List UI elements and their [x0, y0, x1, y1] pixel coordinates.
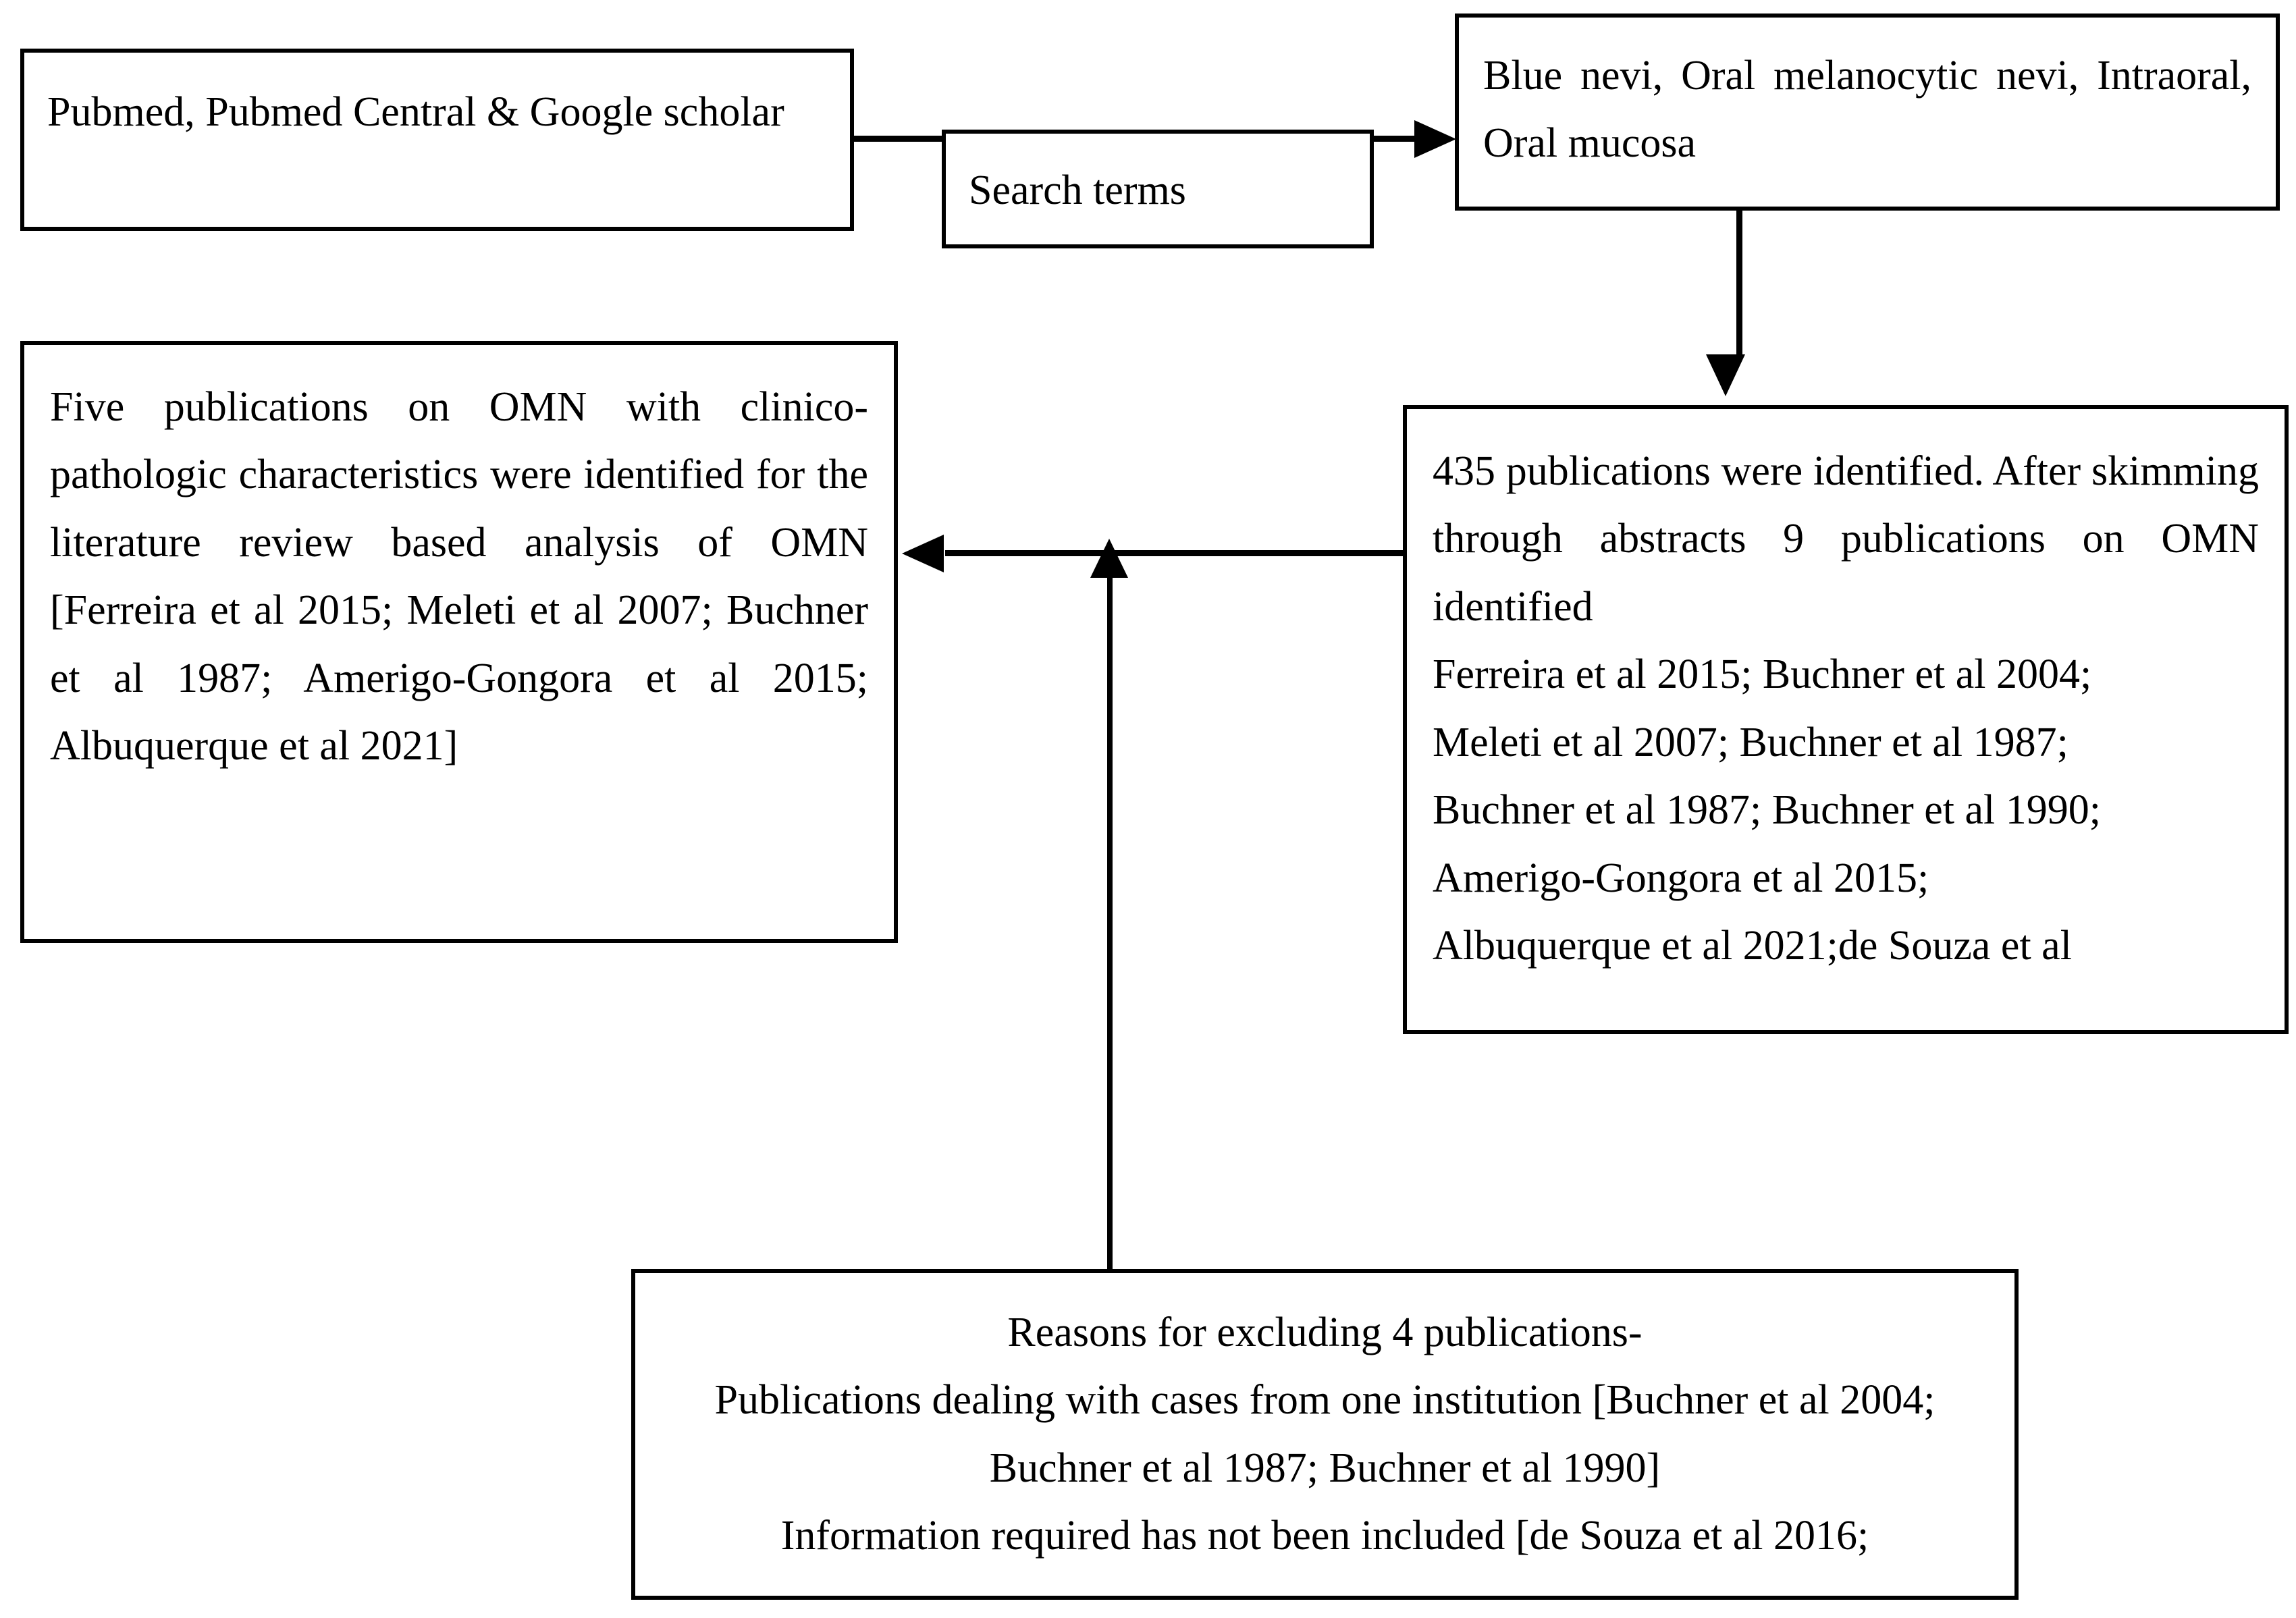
node-records-identified-line-1: 435 publications were identified. After … [1433, 448, 2259, 630]
connector-identified-to-five-arrowhead-icon [902, 535, 944, 572]
node-search-terms-label-line-1: Search terms [969, 167, 1186, 213]
connector-sources-to-terms-arrowhead-icon [1414, 120, 1456, 158]
node-records-identified-line-4: Buchner et al 1987; Buchner et al 1990; [1433, 787, 2102, 834]
node-search-keywords: Blue nevi, Oral melanocytic nevi, Intrao… [1455, 14, 2280, 211]
node-exclusion-reasons: Reasons for excluding 4 publications- Pu… [631, 1269, 2019, 1600]
node-records-identified: 435 publications were identified. After … [1403, 405, 2289, 1034]
node-search-terms-label: Search terms [942, 130, 1374, 248]
node-exclusion-reasons-line-3: Information required has not been includ… [780, 1513, 1869, 1559]
node-exclusion-reasons-line-2: Publications dealing with cases from one… [714, 1377, 1935, 1491]
node-records-identified-line-6: Albuquerque et al 2021;de Souza et al [1433, 923, 2072, 969]
connector-reasons-to-flow-line [1107, 570, 1113, 1271]
connector-terms-to-identified-arrowhead-icon [1706, 354, 1745, 396]
node-exclusion-reasons-line-1: Reasons for excluding 4 publications- [1007, 1310, 1643, 1355]
node-databases-searched: Pubmed, Pubmed Central & Google scholar [20, 49, 854, 231]
node-search-keywords-line-1: Blue nevi, Oral melanocytic nevi, Intrao… [1483, 53, 2251, 167]
node-records-identified-line-2: Ferreira et al 2015; Buchner et al 2004; [1433, 651, 2092, 698]
node-publications-included-line-1: Five publications on OMN with clinico-pa… [50, 384, 868, 770]
connector-reasons-to-flow-arrowhead-icon [1090, 539, 1128, 578]
connector-terms-to-identified-line [1736, 211, 1742, 360]
node-databases-searched-line-1: Pubmed, Pubmed Central & Google scholar [47, 89, 784, 135]
node-records-identified-line-5: Amerigo-Gongora et al 2015; [1433, 855, 1929, 901]
connector-identified-to-five-line [945, 550, 1404, 556]
node-publications-included: Five publications on OMN with clinico-pa… [20, 341, 898, 943]
node-records-identified-line-3: Meleti et al 2007; Buchner et al 1987; [1433, 719, 2068, 765]
